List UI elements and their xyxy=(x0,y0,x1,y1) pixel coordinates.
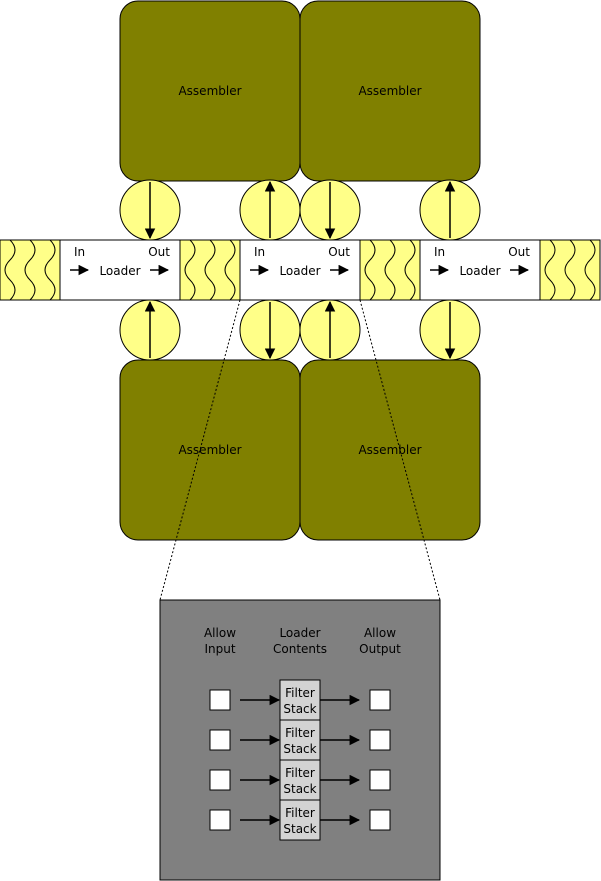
inserter-bottom-1 xyxy=(119,299,181,361)
assembler-label: Assembler xyxy=(358,84,421,98)
belt-segment-3 xyxy=(359,239,421,301)
loader-2: In Out Loader xyxy=(239,239,361,301)
assembler-bottom-right: Assembler xyxy=(299,359,481,541)
loader-label: Loader xyxy=(459,264,500,278)
inserter-top-1 xyxy=(119,179,181,241)
allow-output-header-line1: Allow xyxy=(364,626,396,640)
filter-stack-label-line2: Stack xyxy=(283,822,316,836)
loader-contents-header-line1: Loader xyxy=(279,626,320,640)
allow-input-checkbox xyxy=(209,729,231,751)
allow-input-header-line2: Input xyxy=(204,642,235,656)
assembler-label: Assembler xyxy=(358,443,421,457)
belt-segment-2 xyxy=(179,239,241,301)
filter-stack-label-line1: Filter xyxy=(285,806,315,820)
filter-stack-label-line2: Stack xyxy=(283,742,316,756)
filter-stack-box xyxy=(279,799,321,841)
allow-output-header-line2: Output xyxy=(359,642,401,656)
filter-stack-label-line2: Stack xyxy=(283,782,316,796)
inserter-top-4 xyxy=(419,179,481,241)
inserter-bottom-3 xyxy=(299,299,361,361)
loader-3: In Out Loader xyxy=(419,239,541,301)
allow-input-header-line1: Allow xyxy=(204,626,236,640)
allow-output-checkbox xyxy=(369,769,391,791)
filter-row: Filter Stack xyxy=(209,679,391,721)
filter-stack-label-line1: Filter xyxy=(285,726,315,740)
assembler-top-right: Assembler xyxy=(299,0,481,182)
loader-in-label: In xyxy=(254,245,265,259)
allow-input-checkbox xyxy=(209,769,231,791)
allow-input-checkbox xyxy=(209,809,231,831)
loader-out-label: Out xyxy=(148,245,170,259)
assembler-label: Assembler xyxy=(178,84,241,98)
loader-contents-header-line2: Contents xyxy=(273,642,327,656)
loader-in-label: In xyxy=(74,245,85,259)
assembler-top-left: Assembler xyxy=(119,0,301,182)
filter-stack-box xyxy=(279,719,321,761)
allow-output-checkbox xyxy=(369,729,391,751)
filter-stack-box xyxy=(279,759,321,801)
allow-output-checkbox xyxy=(369,809,391,831)
filter-row: Filter Stack xyxy=(209,759,391,801)
assembler-bottom-left: Assembler xyxy=(119,359,301,541)
loader-out-label: Out xyxy=(328,245,350,259)
filter-stack-label-line1: Filter xyxy=(285,766,315,780)
filter-stack-box xyxy=(279,679,321,721)
belt-segment-4 xyxy=(539,239,601,301)
inserter-top-3 xyxy=(299,179,361,241)
loader-label: Loader xyxy=(279,264,320,278)
filter-row: Filter Stack xyxy=(209,719,391,761)
inserter-top-2 xyxy=(239,179,301,241)
loader-1: In Out Loader xyxy=(59,239,181,301)
filter-row: Filter Stack xyxy=(209,799,391,841)
allow-output-checkbox xyxy=(369,689,391,711)
filter-stack-label-line1: Filter xyxy=(285,686,315,700)
loader-in-label: In xyxy=(434,245,445,259)
allow-input-checkbox xyxy=(209,689,231,711)
belt-segment-1 xyxy=(0,239,61,301)
loader-out-label: Out xyxy=(508,245,530,259)
inserter-bottom-2 xyxy=(239,299,301,361)
assembler-label: Assembler xyxy=(178,443,241,457)
inserter-bottom-4 xyxy=(419,299,481,361)
loader-label: Loader xyxy=(99,264,140,278)
filter-stack-label-line2: Stack xyxy=(283,702,316,716)
loader-detail-panel: Allow Input Loader Contents Allow Output… xyxy=(159,599,441,881)
